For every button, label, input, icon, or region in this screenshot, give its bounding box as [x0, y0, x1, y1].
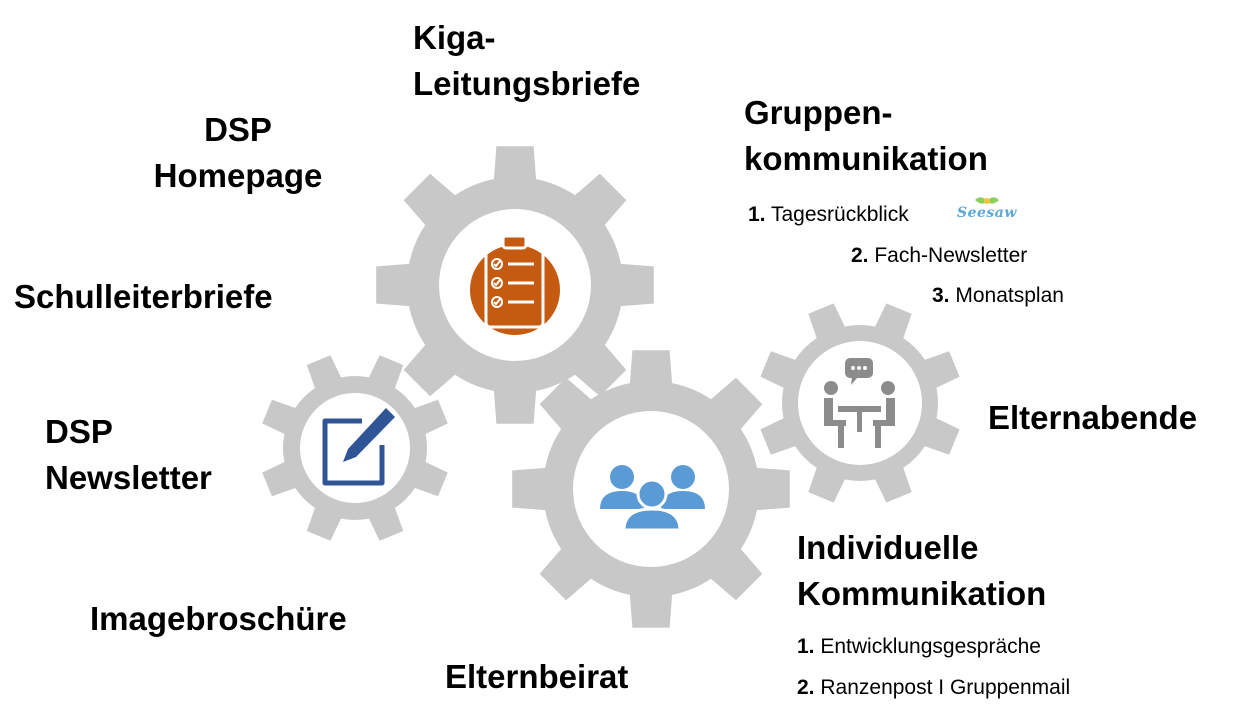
- label-elternabende: Elternabende: [988, 399, 1198, 436]
- gruppen-item-2: 2. Fach-Newsletter: [851, 244, 1028, 267]
- edit-pen-icon: [322, 408, 395, 486]
- individuell-item-2: 2. Ranzenpost I Gruppenmail: [797, 676, 1071, 699]
- gruppen-item-3: 3. Monatsplan: [932, 284, 1064, 307]
- label-kiga-leitungsbriefe: Kiga-Leitungsbriefe: [413, 19, 641, 102]
- meeting-chat-icon: [824, 358, 895, 448]
- clipboard-checklist-icon: [470, 234, 560, 335]
- label-schulleiterbriefe: Schulleiterbriefe: [14, 278, 273, 315]
- gear-right: [760, 303, 960, 503]
- label-imagebroschuere: Imagebroschüre: [90, 600, 347, 637]
- label-elternbeirat: Elternbeirat: [445, 658, 629, 695]
- gruppen-item-1: 1. Tagesrückblick: [748, 203, 909, 226]
- individuell-item-1: 1. Entwicklungsgespräche: [797, 635, 1041, 658]
- group-people-icon: [600, 465, 705, 532]
- label-gruppenkommunikation: Gruppen-kommunikation: [744, 94, 988, 177]
- seesaw-logo: Seesaw: [955, 192, 1025, 226]
- gear-right-hub: [798, 341, 922, 465]
